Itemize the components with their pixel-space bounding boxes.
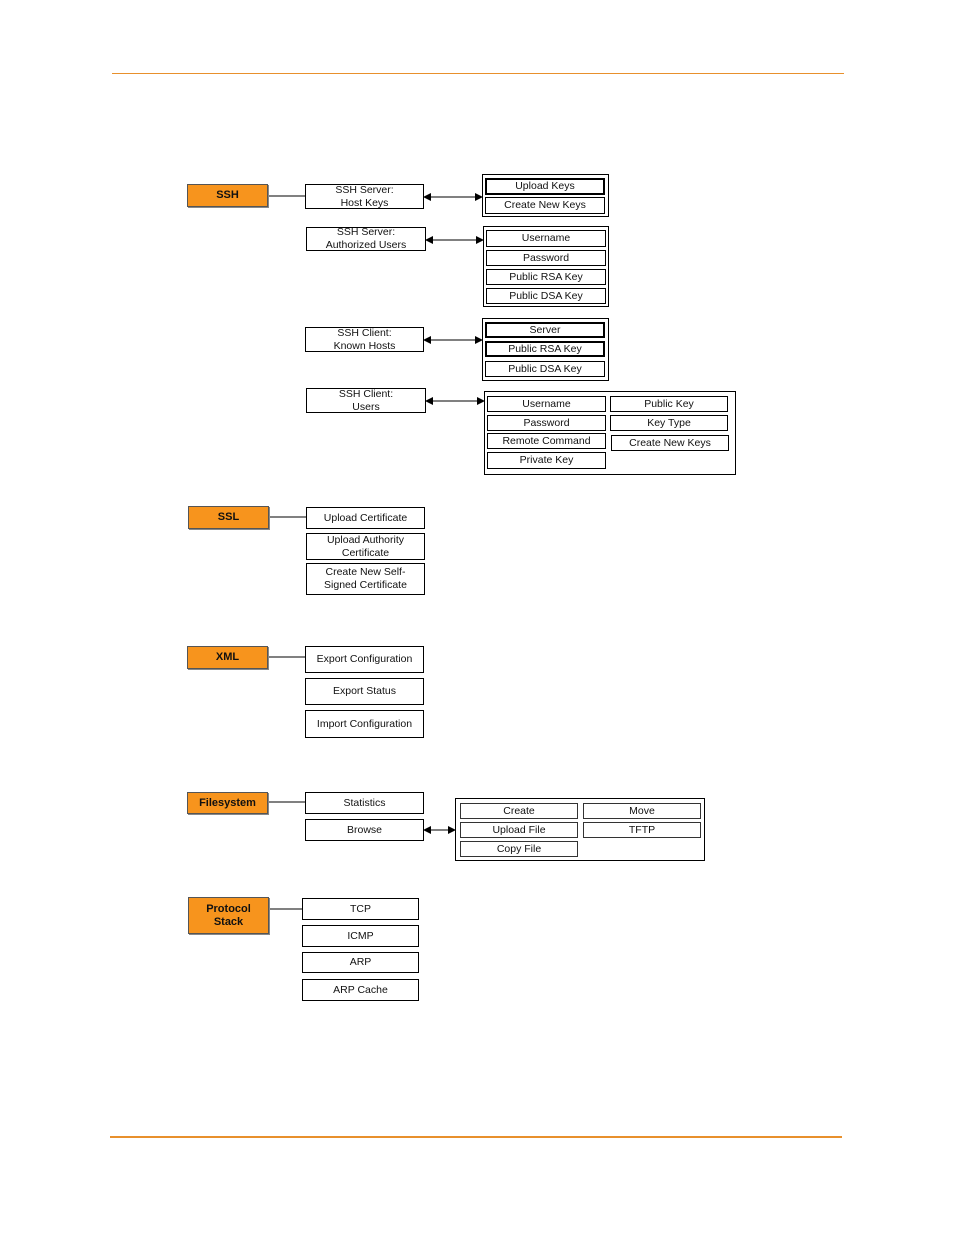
export-status[interactable]: Export Status bbox=[305, 678, 424, 705]
fs-upload-file-item[interactable]: Upload File bbox=[460, 822, 578, 838]
known-server-item[interactable]: Server bbox=[485, 322, 605, 338]
arp-cache[interactable]: ARP Cache bbox=[302, 979, 419, 1001]
auth-password-item[interactable]: Password bbox=[486, 250, 606, 266]
arp[interactable]: ARP bbox=[302, 952, 419, 973]
export-configuration[interactable]: Export Configuration bbox=[305, 646, 424, 673]
client-password-item[interactable]: Password bbox=[487, 415, 606, 431]
ssh-server-host-keys[interactable]: SSH Server: Host Keys bbox=[305, 184, 424, 209]
create-new-keys-item[interactable]: Create New Keys bbox=[485, 197, 605, 214]
upload-authority-certificate[interactable]: Upload Authority Certificate bbox=[306, 533, 425, 560]
protocol-stack-category[interactable]: Protocol Stack bbox=[188, 897, 269, 934]
fs-create-item[interactable]: Create bbox=[460, 803, 578, 819]
client-private-key-item[interactable]: Private Key bbox=[487, 452, 606, 469]
known-public-dsa-key-item[interactable]: Public DSA Key bbox=[485, 361, 605, 377]
browse-group: Create Upload File Copy File Move TFTP bbox=[455, 798, 705, 861]
filesystem-category[interactable]: Filesystem bbox=[187, 792, 268, 814]
xml-category[interactable]: XML bbox=[187, 646, 268, 669]
tcp[interactable]: TCP bbox=[302, 898, 419, 920]
authorized-users-group: Username Password Public RSA Key Public … bbox=[483, 226, 609, 307]
known-public-rsa-key-item[interactable]: Public RSA Key bbox=[485, 341, 605, 357]
header-rule bbox=[112, 73, 844, 74]
ssh-client-known-hosts[interactable]: SSH Client: Known Hosts bbox=[305, 327, 424, 352]
create-self-signed-certificate[interactable]: Create New Self- Signed Certificate bbox=[306, 563, 425, 595]
footer-rule bbox=[110, 1136, 842, 1138]
auth-username-item[interactable]: Username bbox=[486, 230, 606, 247]
upload-keys-item[interactable]: Upload Keys bbox=[485, 178, 605, 195]
client-create-new-keys-item[interactable]: Create New Keys bbox=[611, 435, 729, 451]
known-hosts-group: Server Public RSA Key Public DSA Key bbox=[482, 318, 609, 381]
icmp[interactable]: ICMP bbox=[302, 925, 419, 947]
host-keys-group: Upload Keys Create New Keys bbox=[482, 174, 609, 217]
upload-certificate[interactable]: Upload Certificate bbox=[306, 507, 425, 529]
statistics[interactable]: Statistics bbox=[305, 792, 424, 814]
ssh-category[interactable]: SSH bbox=[187, 184, 268, 207]
client-key-type-item[interactable]: Key Type bbox=[610, 415, 728, 431]
fs-copy-file-item[interactable]: Copy File bbox=[460, 841, 578, 857]
ssh-client-users[interactable]: SSH Client: Users bbox=[306, 388, 426, 413]
client-remote-command-item[interactable]: Remote Command bbox=[487, 433, 606, 449]
auth-public-rsa-key-item[interactable]: Public RSA Key bbox=[486, 269, 606, 285]
browse[interactable]: Browse bbox=[305, 819, 424, 841]
auth-public-dsa-key-item[interactable]: Public DSA Key bbox=[486, 288, 606, 304]
fs-move-item[interactable]: Move bbox=[583, 803, 701, 819]
ssl-category[interactable]: SSL bbox=[188, 506, 269, 529]
client-users-group: Username Password Remote Command Private… bbox=[484, 391, 736, 475]
fs-tftp-item[interactable]: TFTP bbox=[583, 822, 701, 838]
client-public-key-item[interactable]: Public Key bbox=[610, 396, 728, 412]
client-username-item[interactable]: Username bbox=[487, 396, 606, 412]
import-configuration[interactable]: Import Configuration bbox=[305, 710, 424, 738]
ssh-server-authorized-users[interactable]: SSH Server: Authorized Users bbox=[306, 226, 426, 251]
